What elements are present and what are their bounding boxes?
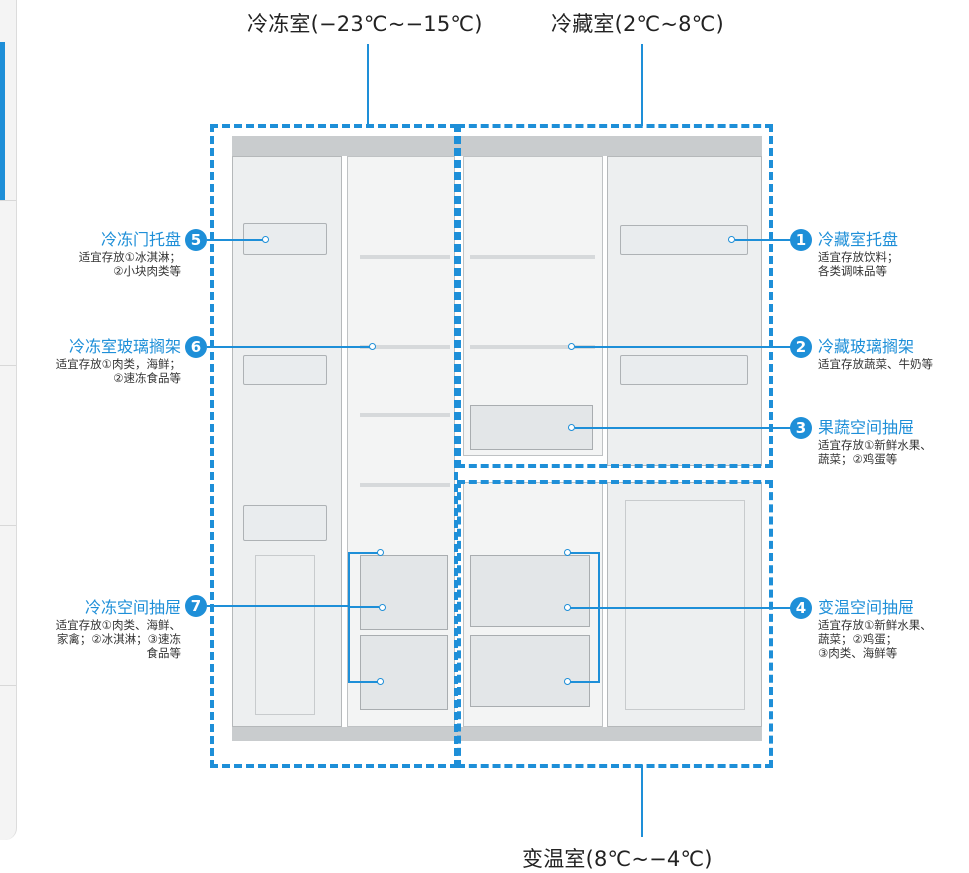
leader-4 [598,607,791,609]
variable-title-leader [641,765,643,837]
leader-6 [207,346,373,348]
bracket-4 [598,552,600,682]
label-freezer-door-tray: 冷冻门托盘 适宜存放①冰淇淋； ②小块肉类等 [79,230,181,278]
point-7a [377,549,384,556]
label-crisper-drawer: 果蔬空间抽屉 适宜存放①新鲜水果、 蔬菜；②鸡蛋等 [818,418,932,466]
label-fridge-tray: 冷藏室托盘 适宜存放饮料； 各类调味品等 [818,230,899,278]
side-divider [0,200,16,201]
label-desc: 蔬菜；②鸡蛋等 [818,452,898,466]
bracket-4-top [570,552,600,554]
label-desc: 适宜存放①肉类，海鲜； [55,357,181,371]
label-desc: ②小块肉类等 [113,264,181,278]
point-7b [379,604,386,611]
bracket-7-mid [348,606,379,608]
leader-2 [575,346,791,348]
bracket-4-bottom [570,681,600,683]
label-desc: 适宜存放①肉类、海鲜、 [55,618,181,632]
variable-title: 变温室(8℃~−4℃) [522,847,713,871]
side-accent [0,42,5,200]
freezer-title-leader [367,44,369,126]
leader-3 [575,427,791,429]
label-variable-drawer: 变温空间抽屉 适宜存放①新鲜水果、 蔬菜；②鸡蛋； ③肉类、海鲜等 [818,598,932,660]
badge-5: 5 [185,229,207,251]
label-title: 变温空间抽屉 [818,598,915,617]
bracket-7-top [348,552,378,554]
badge-4: 4 [790,597,812,619]
bracket-4-mid [570,607,600,609]
label-desc: 适宜存放饮料； [818,250,899,264]
leader-1 [735,239,791,241]
label-desc: 适宜存放①冰淇淋； [78,250,181,264]
label-desc: 适宜存放蔬菜、牛奶等 [818,357,933,371]
point-4c [564,678,571,685]
point-2 [568,343,575,350]
label-desc: 适宜存放①新鲜水果、 [818,618,932,632]
leader-5 [207,239,265,241]
fridge-title-leader [641,44,643,126]
label-title: 果蔬空间抽屉 [818,418,915,437]
fridge-title: 冷藏室(2℃~8℃) [551,12,724,36]
label-desc: 家禽；②冰淇淋；③速冻 [56,632,181,646]
label-title: 冷藏室托盘 [818,230,899,249]
label-title: 冷冻室玻璃搁架 [68,337,181,356]
point-6 [369,343,376,350]
label-freezer-shelf: 冷冻室玻璃搁架 适宜存放①肉类，海鲜； ②速冻食品等 [56,337,181,385]
label-title: 冷藏玻璃搁架 [818,337,915,356]
side-divider [0,685,16,686]
point-4a [564,549,571,556]
badge-1: 1 [790,229,812,251]
point-5 [262,236,269,243]
label-freezer-drawer: 冷冻空间抽屉 适宜存放①肉类、海鲜、 家禽；②冰淇淋；③速冻 食品等 [56,598,181,660]
label-fridge-shelf: 冷藏玻璃搁架 适宜存放蔬菜、牛奶等 [818,337,933,371]
badge-6: 6 [185,336,207,358]
badge-2: 2 [790,336,812,358]
badge-3: 3 [790,417,812,439]
freezer-zone-outline [210,124,458,768]
label-desc: ③肉类、海鲜等 [818,646,898,660]
label-desc: 各类调味品等 [818,264,887,278]
point-3 [568,424,575,431]
label-desc: 食品等 [146,646,182,660]
side-divider [0,525,16,526]
point-4b [564,604,571,611]
side-panel [0,0,17,840]
label-desc: 适宜存放①新鲜水果、 [818,438,932,452]
label-desc: ②速冻食品等 [113,371,181,385]
variable-zone-outline [457,480,773,768]
label-title: 冷冻门托盘 [100,230,181,249]
side-divider [0,365,16,366]
label-title: 冷冻空间抽屉 [84,598,181,617]
freezer-title: 冷冻室(−23℃~−15℃) [247,12,483,36]
bracket-7 [348,552,350,682]
leader-7 [207,605,349,607]
fridge-zone-outline [457,124,773,468]
badge-7: 7 [185,595,207,617]
bracket-7-bottom [348,681,378,683]
point-7c [377,678,384,685]
point-1 [728,236,735,243]
label-desc: 蔬菜；②鸡蛋； [818,632,898,646]
